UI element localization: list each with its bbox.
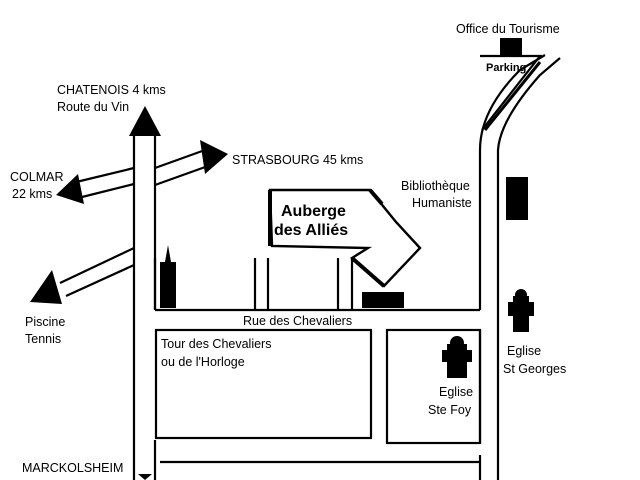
east-curved-road	[478, 54, 561, 480]
auberge-building	[362, 292, 404, 308]
tour-chevaliers-label: Tour des Chevaliers	[161, 337, 271, 351]
church-icon	[160, 245, 176, 308]
office-tourisme-label: Office du Tourisme	[456, 22, 560, 36]
horloge-label: ou de l'Horloge	[161, 355, 245, 369]
route-du-vin-label: Route du Vin	[57, 100, 129, 114]
eglise-stgeorges-icon	[508, 289, 534, 332]
arrow-down-icon	[138, 474, 152, 480]
auberge-label: Auberge	[281, 203, 346, 220]
tennis-label: Tennis	[25, 332, 61, 346]
office-tourisme-building	[500, 38, 522, 55]
eglise-stgeorges-label: Eglise	[507, 344, 541, 358]
arrow-left-icon	[56, 174, 84, 204]
piscine-label: Piscine	[25, 315, 65, 329]
eglise-stefoy-icon	[442, 336, 472, 378]
bibliotheque-building	[506, 177, 528, 220]
north-street-buildings	[153, 245, 480, 312]
des-allies-label: des Alliés	[274, 222, 348, 239]
stgeorges-label: St Georges	[503, 362, 566, 376]
arrow-up-icon	[129, 106, 161, 136]
bibliotheque-label: Bibliothèque	[401, 179, 470, 193]
main-north-south-road	[132, 165, 157, 480]
arrow-down-left-icon	[30, 270, 62, 304]
parking-label: Parking	[486, 62, 526, 74]
humaniste-label: Humaniste	[412, 196, 472, 210]
marckolsheim-label: MARCKOLSHEIM	[22, 461, 123, 475]
arrow-right-icon	[200, 140, 228, 174]
strasbourg-label: STRASBOURG 45 kms	[232, 153, 363, 167]
signpost-arrows	[30, 106, 228, 480]
colmar-label: COLMAR	[10, 170, 63, 184]
eglise-stefoy-label: Eglise	[439, 385, 473, 399]
rue-chevaliers-label: Rue des Chevaliers	[243, 314, 352, 328]
chatenois-label: CHATENOIS 4 kms	[57, 83, 166, 97]
auberge-callout	[268, 188, 422, 288]
tour-block	[154, 328, 373, 440]
stefoy-label: Ste Foy	[428, 403, 472, 417]
colmar-distance-label: 22 kms	[12, 187, 52, 201]
